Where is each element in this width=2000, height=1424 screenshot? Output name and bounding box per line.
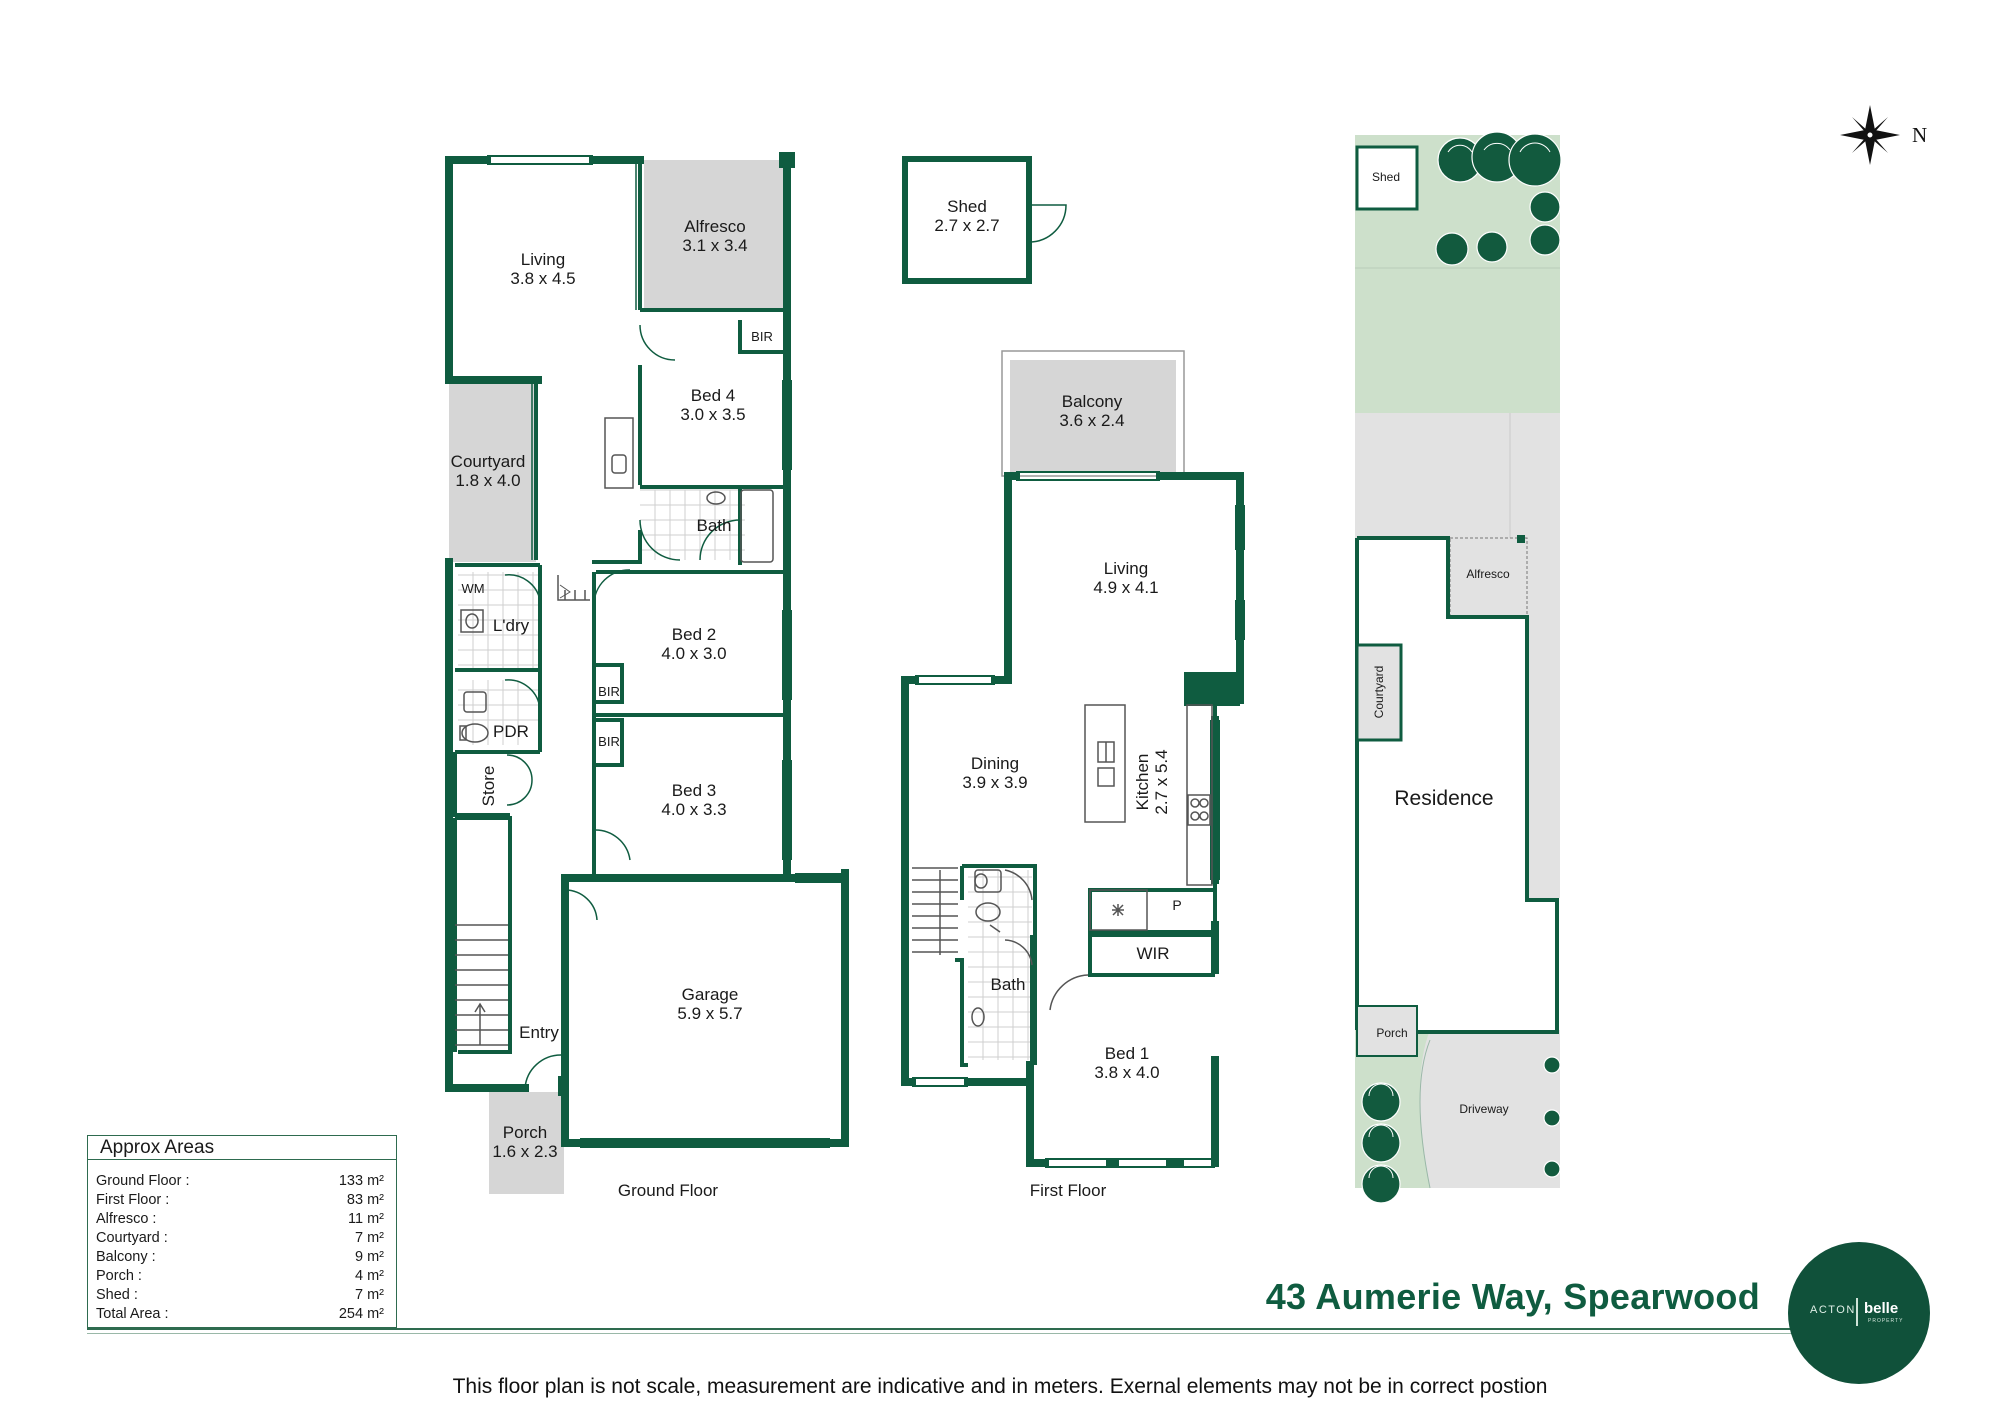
compass-rose-icon: N <box>1840 105 1927 165</box>
room-label-entry: Entry <box>519 1023 559 1042</box>
site-label-residence: Residence <box>1394 787 1493 810</box>
room-label-wm: WM <box>461 581 484 596</box>
disclaimer-text: This floor plan is not scale, measuremen… <box>452 1375 1548 1398</box>
tree-icon <box>1361 1082 1401 1122</box>
site-shed <box>1355 145 1419 211</box>
room-label-pantry: P <box>1172 897 1181 913</box>
bathtub <box>740 489 774 563</box>
footer-divider <box>87 1328 1800 1330</box>
area-row: Alfresco :11 m² <box>96 1211 384 1227</box>
agency-logo: ACTON belle PROPERTY <box>1788 1242 1930 1384</box>
area-row: Courtyard :7 m² <box>96 1230 384 1246</box>
logo-text-left: ACTON <box>1810 1304 1856 1316</box>
room-label-bir-bed3: BIR <box>598 734 620 749</box>
courtyard-area <box>449 380 536 562</box>
tree-icon <box>1529 224 1561 256</box>
area-row: Balcony :9 m² <box>96 1249 384 1265</box>
ground-floor-title: Ground Floor <box>618 1181 718 1200</box>
site-label-shed: Shed <box>1372 170 1400 184</box>
room-label-bath: Bath <box>697 516 732 535</box>
site-courtyard <box>1355 643 1403 742</box>
north-label: N <box>1912 123 1927 147</box>
room-label-pdr: PDR <box>493 722 529 741</box>
tree-icon <box>1543 1109 1561 1127</box>
ground-doors <box>504 324 741 1089</box>
alfresco-area <box>644 160 787 310</box>
room-label-store: Store <box>479 766 498 807</box>
approx-areas-title: Approx Areas <box>88 1136 396 1160</box>
tree-icon <box>1543 1056 1561 1074</box>
property-address: 43 Aumerie Way, Spearwood <box>1265 1276 1760 1317</box>
tree-icon <box>1435 232 1469 266</box>
balcony-area <box>1010 360 1176 472</box>
ground-outer-walls <box>445 156 849 1147</box>
site-plan: Shed Alfresco Courtyard Residence Porch … <box>1355 131 1562 1204</box>
area-row: Ground Floor :133 m² <box>96 1173 384 1189</box>
balcony-outline <box>1001 350 1185 477</box>
room-label-bir-bed2: BIR <box>598 684 620 699</box>
tree-icon <box>1508 133 1562 187</box>
logo-separator <box>1856 1298 1858 1326</box>
first-floor-title: First Floor <box>1030 1181 1107 1200</box>
ground-fixtures <box>455 417 774 1046</box>
site-label-alfresco: Alfresco <box>1466 567 1510 581</box>
tree-icon <box>1361 1164 1401 1204</box>
room-label-first-bath: Bath <box>991 975 1026 994</box>
first-outer-walls <box>901 472 1244 1167</box>
area-row: Porch :4 m² <box>96 1268 384 1284</box>
area-row-total: Total Area :254 m² <box>96 1306 384 1322</box>
logo-subtext: PROPERTY <box>1868 1318 1904 1324</box>
vanity <box>604 417 634 489</box>
footer-divider-thin <box>87 1333 1800 1334</box>
first-windows <box>912 471 1245 1168</box>
ground-windows <box>487 155 845 1148</box>
area-row: First Floor :83 m² <box>96 1192 384 1208</box>
area-row: Shed :7 m² <box>96 1287 384 1303</box>
trees <box>1361 131 1562 1204</box>
tree-icon <box>1543 1160 1561 1178</box>
tree-icon <box>1529 191 1561 223</box>
tree-icon <box>1476 231 1508 263</box>
site-alfresco <box>1449 537 1528 619</box>
site-porch <box>1356 1005 1418 1057</box>
first-structural-column <box>1184 672 1240 706</box>
first-fixtures <box>912 704 1213 1027</box>
room-label-laundry: L'dry <box>493 616 530 635</box>
approx-areas-table: Approx Areas Ground Floor :133 m² First … <box>87 1135 397 1328</box>
room-label-kitchen: Kitchen2.7 x 5.4 <box>1133 749 1171 814</box>
site-labels: Shed Alfresco Courtyard Residence Porch … <box>1372 170 1510 1116</box>
room-label-bir-bed4: BIR <box>751 329 773 344</box>
site-label-courtyard: Courtyard <box>1372 666 1386 719</box>
first-tile-pattern <box>968 870 1032 1060</box>
tree-texture <box>1368 142 1551 1179</box>
site-label-driveway: Driveway <box>1459 1102 1508 1116</box>
tree-icon <box>1361 1123 1401 1163</box>
ground-interior-walls <box>453 160 787 1054</box>
room-label-wir: WIR <box>1136 944 1169 963</box>
logo-text-right: belle <box>1864 1300 1899 1317</box>
alfresco-column <box>779 152 795 168</box>
site-label-porch: Porch <box>1376 1026 1407 1040</box>
porch-area <box>489 1092 564 1194</box>
